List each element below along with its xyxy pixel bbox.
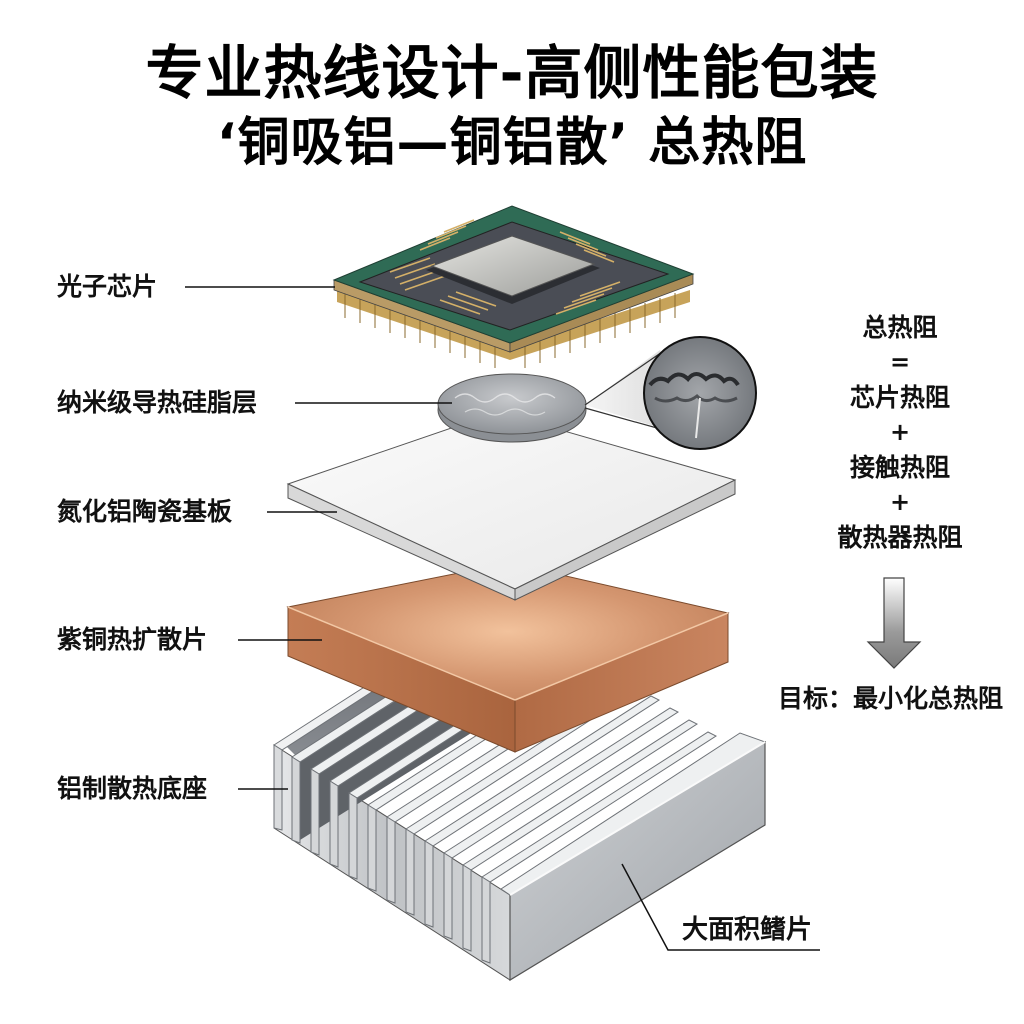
label-thermal-grease: 纳米级导热硅脂层 [57, 388, 258, 417]
down-arrow-icon [866, 577, 922, 669]
label-photonic-chip: 光子芯片 [57, 272, 158, 301]
eq-term-chip: 芯片热阻 [849, 383, 950, 412]
eq-plus-1: + [889, 418, 911, 446]
eq-term-contact: 接触热阻 [849, 453, 950, 482]
aln-ceramic-substrate [286, 411, 737, 601]
title-line-1: 专业热线设计-高侧性能包装 [145, 39, 879, 107]
copper-spreader [286, 562, 730, 753]
eq-term-heatsink: 散热器热阻 [837, 523, 963, 552]
label-aluminum-heatsink: 铝制散热底座 [57, 774, 208, 803]
goal-label: 目标：最小化总热阻 [778, 684, 1004, 713]
label-aln-substrate: 氮化铝陶瓷基板 [57, 497, 233, 526]
thermal-grease-disk [437, 373, 587, 443]
thermal-resistance-equation: 总热阻 = 芯片热阻 + 接触热阻 + 散热器热阻 [790, 310, 1010, 555]
label-copper-spreader: 紫铜热扩散片 [57, 625, 208, 654]
eq-plus-2: + [889, 488, 911, 516]
fin-callout-leader [621, 863, 820, 951]
eq-total: 总热阻 [862, 313, 938, 342]
leader-lines [185, 286, 452, 790]
eq-equals: = [889, 348, 911, 376]
label-large-area-fins: 大面积鳍片 [682, 915, 813, 945]
title-line-2: ‘铜吸铝—铜铝散’ 总热阻 [216, 113, 808, 173]
photonic-chip [332, 205, 695, 368]
sem-magnification-callout [584, 336, 757, 450]
